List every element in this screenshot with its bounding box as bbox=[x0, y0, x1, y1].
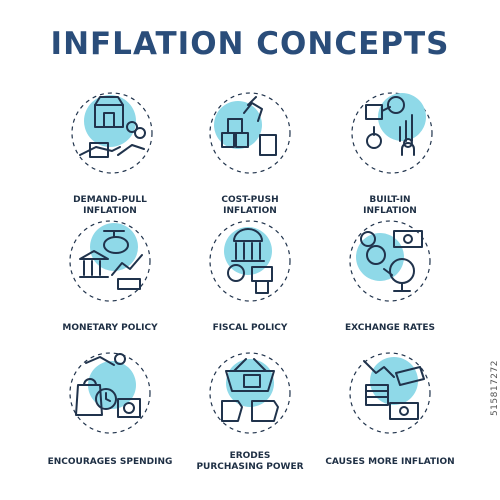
caption-line: ENCOURAGES SPENDING bbox=[47, 457, 173, 467]
erodes-purchasing-power-icon bbox=[209, 352, 291, 434]
encourages-spending-icon bbox=[69, 352, 151, 434]
page-title: INFLATION CONCEPTS bbox=[50, 26, 450, 62]
caption-line: EXCHANGE RATES bbox=[344, 323, 436, 333]
caption-line: PURCHASING POWER bbox=[196, 462, 304, 472]
caption-line: FISCAL POLICY bbox=[212, 323, 288, 333]
demand-pull-icon bbox=[71, 92, 153, 174]
monetary-policy-icon bbox=[69, 220, 151, 302]
caption-line: CAUSES MORE INFLATION bbox=[325, 457, 455, 467]
causes-more-inflation-icon bbox=[349, 352, 431, 434]
caption-line: BUILT-IN bbox=[369, 195, 411, 205]
caption-line: INFLATION bbox=[83, 206, 137, 216]
fiscal-policy-icon bbox=[209, 220, 291, 302]
side-id-text: 515817272 bbox=[490, 360, 500, 417]
caption-line: COST-PUSH bbox=[221, 195, 279, 205]
caption-line: INFLATION bbox=[223, 206, 277, 216]
built-in-icon bbox=[351, 92, 433, 174]
cost-push-icon bbox=[209, 92, 291, 174]
caption-line: ERODES bbox=[229, 451, 271, 461]
caption-line: DEMAND-PULL bbox=[73, 195, 147, 205]
exchange-rates-icon bbox=[349, 220, 431, 302]
caption-line: INFLATION bbox=[363, 206, 417, 216]
caption-line: MONETARY POLICY bbox=[62, 323, 158, 333]
